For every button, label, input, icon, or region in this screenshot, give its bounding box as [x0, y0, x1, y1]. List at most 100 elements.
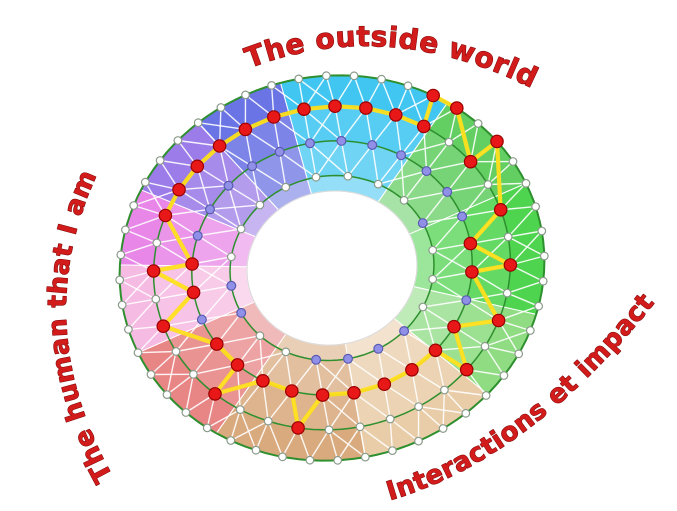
web-line	[175, 343, 217, 353]
node-r0-6	[449, 101, 464, 115]
web-line	[383, 383, 419, 408]
node-r2-10	[447, 319, 461, 334]
node-r0-11	[531, 202, 540, 212]
node-r1-4	[416, 119, 431, 134]
node-r1-19	[324, 425, 334, 435]
node-r1-31	[172, 182, 186, 197]
web-line	[191, 263, 232, 287]
node-r2-4	[421, 166, 432, 177]
node-r3-11	[311, 354, 322, 365]
web-line	[328, 392, 355, 431]
node-r0-33	[146, 370, 156, 379]
node-r2-11	[428, 343, 443, 358]
web-line	[125, 229, 158, 244]
web-line	[322, 358, 349, 396]
web-line	[395, 94, 434, 116]
web-line	[197, 228, 242, 237]
web-line	[347, 358, 385, 385]
node-r3-18	[255, 200, 265, 210]
node-r2-26	[247, 161, 258, 172]
web-line	[216, 335, 261, 345]
node-r0-24	[360, 452, 370, 462]
node-r0-36	[117, 300, 127, 310]
node-r2-3	[396, 150, 407, 161]
node-r0-18	[499, 371, 509, 380]
web-line	[230, 420, 269, 442]
web-line	[230, 409, 241, 441]
web-line	[432, 278, 467, 301]
node-r1-20	[291, 421, 305, 435]
node-r1-1	[328, 99, 342, 113]
web-line	[461, 184, 489, 217]
web-line	[185, 374, 195, 413]
web-line	[328, 429, 366, 458]
node-r2-15	[315, 388, 330, 402]
node-r1-3	[388, 108, 403, 122]
node-r2-16	[284, 384, 299, 398]
node-r0-30	[202, 423, 212, 433]
web-line	[120, 242, 158, 256]
node-r0-22	[414, 436, 423, 446]
node-r2-8	[465, 265, 479, 279]
web-line	[279, 151, 287, 188]
node-r3-0	[311, 172, 321, 182]
web-line	[193, 364, 238, 375]
web-line	[418, 406, 444, 430]
web-line	[237, 351, 286, 366]
web-line	[507, 206, 537, 238]
node-r1-29	[152, 238, 162, 248]
node-r1-10	[503, 258, 518, 272]
web-line	[442, 389, 446, 429]
web-line	[309, 429, 330, 461]
node-r1-17	[385, 414, 395, 424]
node-r1-9	[503, 232, 513, 242]
web-line	[400, 141, 450, 156]
node-r2-13	[377, 377, 392, 391]
web-line	[309, 105, 336, 144]
node-r1-13	[480, 341, 490, 351]
node-r0-41	[140, 177, 150, 187]
web-line	[156, 242, 193, 265]
web-line	[201, 285, 232, 321]
node-r3-2	[373, 179, 383, 189]
node-r0-42	[155, 156, 165, 165]
node-r0-29	[226, 436, 236, 445]
node-r0-47	[267, 80, 277, 90]
web-line	[484, 345, 519, 355]
node-r2-2	[367, 140, 378, 151]
web-line	[389, 418, 394, 451]
web-line	[228, 185, 261, 206]
node-r0-5	[426, 88, 440, 103]
web-line	[353, 392, 391, 420]
hole	[246, 190, 418, 346]
node-r3-3	[399, 195, 409, 205]
web-line	[340, 140, 349, 177]
web-line	[177, 139, 220, 147]
node-r2-7	[463, 236, 478, 251]
node-r1-26	[156, 319, 171, 333]
node-r0-0	[294, 74, 304, 84]
node-r2-12	[405, 362, 419, 377]
node-r2-5	[442, 186, 453, 197]
node-r0-15	[534, 301, 543, 311]
node-r1-21	[263, 416, 273, 426]
node-r0-34	[133, 348, 143, 358]
node-r0-20	[461, 408, 471, 418]
node-r0-21	[438, 424, 448, 433]
web-line	[209, 208, 242, 230]
node-r0-23	[388, 446, 397, 456]
web-line	[508, 230, 542, 238]
web-line	[509, 230, 543, 266]
node-r3-10	[343, 353, 354, 364]
web-line	[359, 426, 393, 452]
web-line	[127, 298, 157, 330]
web-line	[119, 279, 157, 300]
web-line	[196, 166, 211, 210]
node-r3-8	[399, 326, 410, 337]
node-r0-26	[305, 455, 315, 465]
node-r0-1	[321, 71, 331, 81]
node-r0-3	[377, 74, 386, 84]
node-r2-18	[230, 358, 245, 372]
